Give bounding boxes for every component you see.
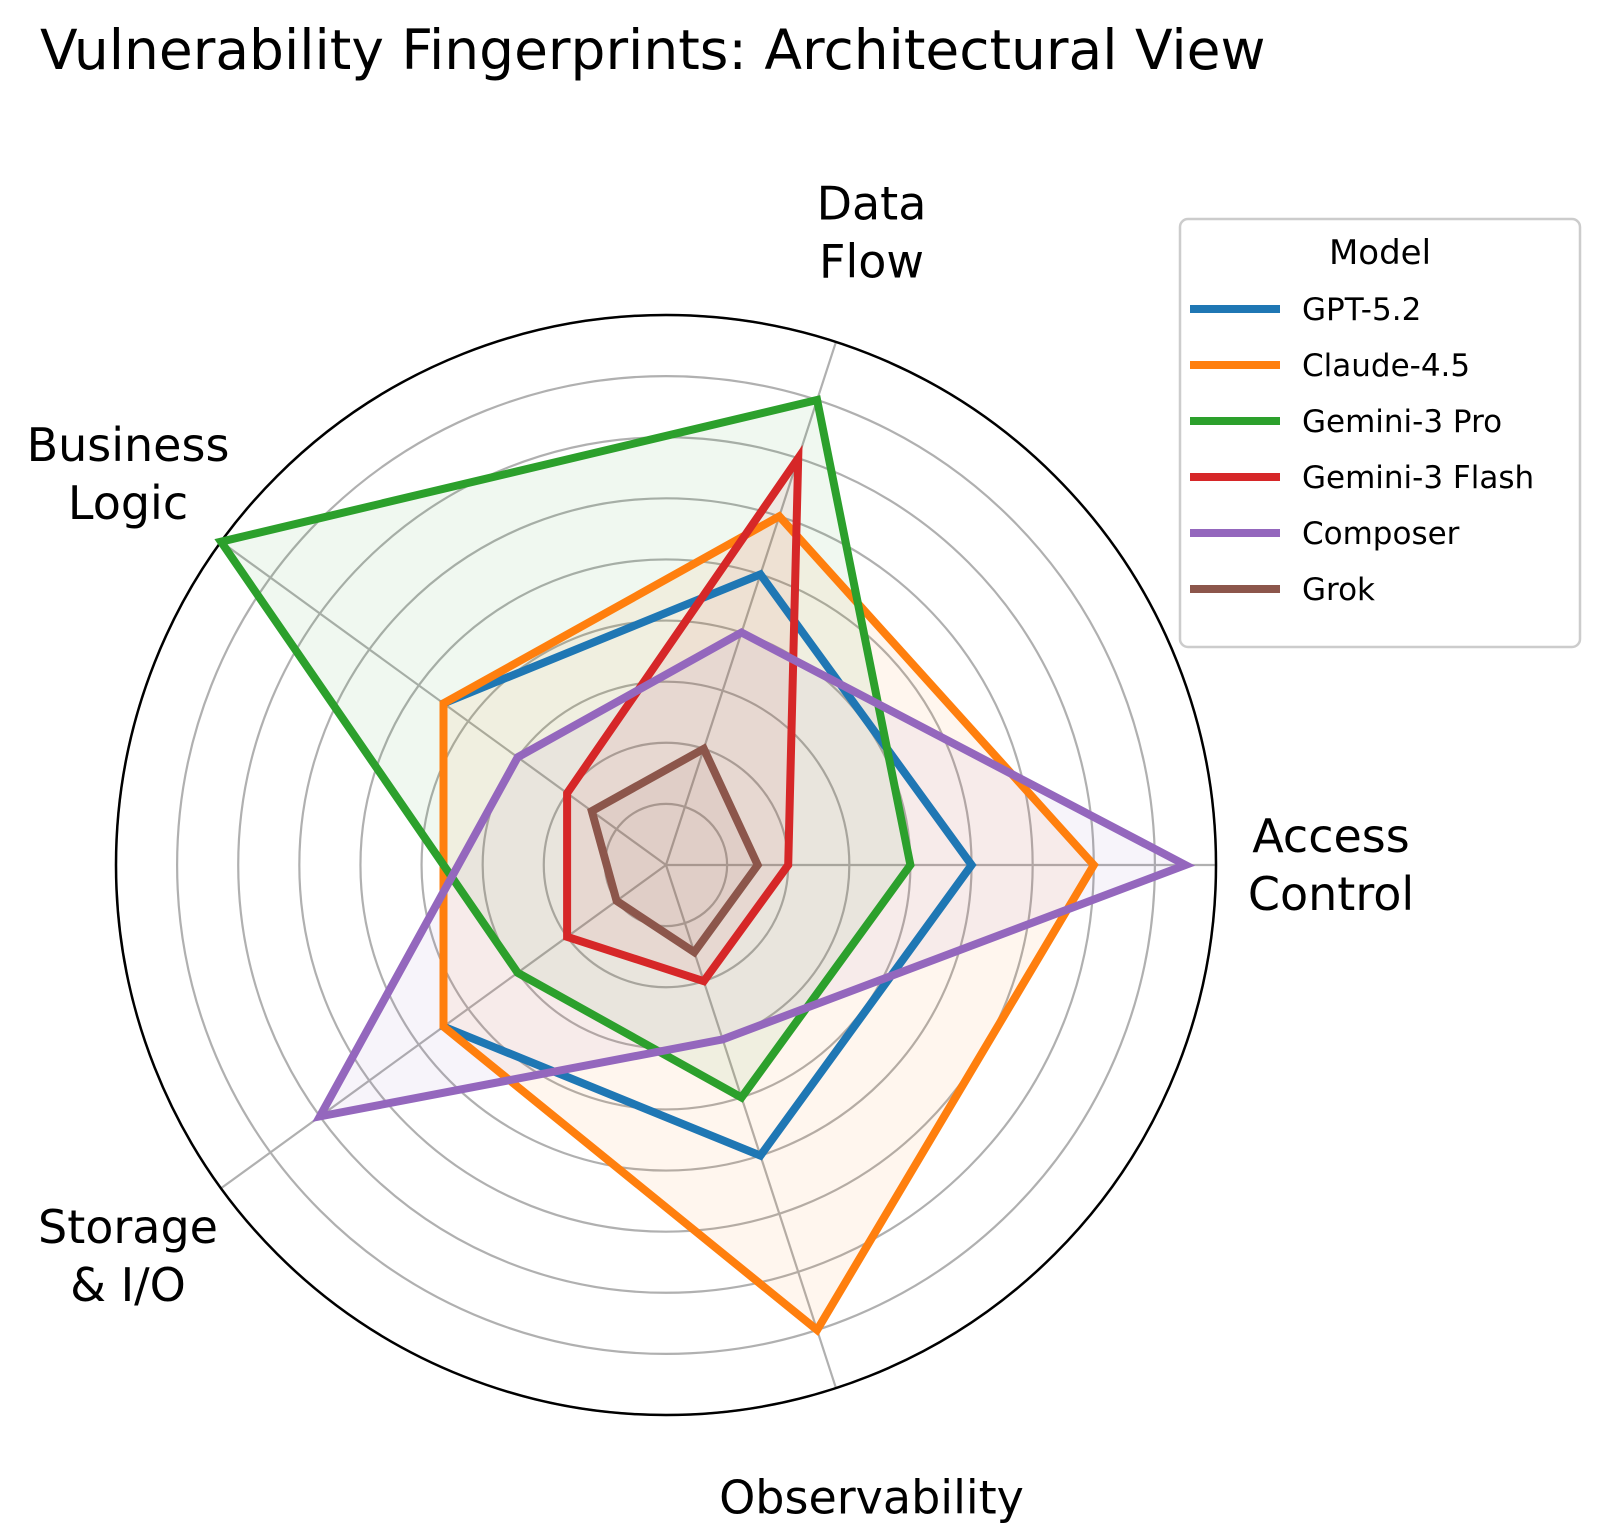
legend-entry-label: Composer [1302,516,1460,552]
axis-label: Observability [719,1470,1024,1524]
legend-entry-label: Grok [1302,572,1375,608]
axis-label-line: Access [1252,809,1409,863]
series-fill-layer [221,400,1186,1330]
axis-label-line: Business [27,418,230,472]
axis-label: Storage& I/O [38,1200,218,1312]
series-area-gemini-3-pro [221,400,911,1098]
axis-label-line: Control [1248,867,1414,921]
legend-entry-label: Gemini-3 Pro [1302,404,1502,440]
axis-label-line: & I/O [70,1258,186,1312]
axis-label-line: Storage [38,1200,218,1254]
legend-title: Model [1329,233,1431,273]
axis-label-line: Data [817,177,927,231]
legend-entry-label: Gemini-3 Flash [1302,460,1534,496]
series-area-claude-4-5 [443,516,1094,1330]
axis-label-line: Logic [68,476,188,530]
series-line-gemini-3-flash [563,444,803,986]
series-line-gemini-3-pro [214,395,915,1103]
series-area-gemini-3-flash [567,458,799,982]
legend-frame [1178,217,1582,649]
series-area-grok [591,748,758,953]
axis-label-line: Flow [819,235,924,289]
axis-spoke [664,341,838,866]
axis-label-line: Observability [719,1470,1024,1524]
legend-entry-label: Claude-4.5 [1302,348,1470,384]
series-line-composer [312,627,1196,1122]
outer-frame [114,313,1218,1417]
legend-entry-label: GPT-5.2 [1302,292,1421,328]
chart-title: Vulnerability Fingerprints: Architectura… [40,18,1266,82]
series-line-layer [214,395,1196,1337]
series-line-grok [587,743,763,958]
